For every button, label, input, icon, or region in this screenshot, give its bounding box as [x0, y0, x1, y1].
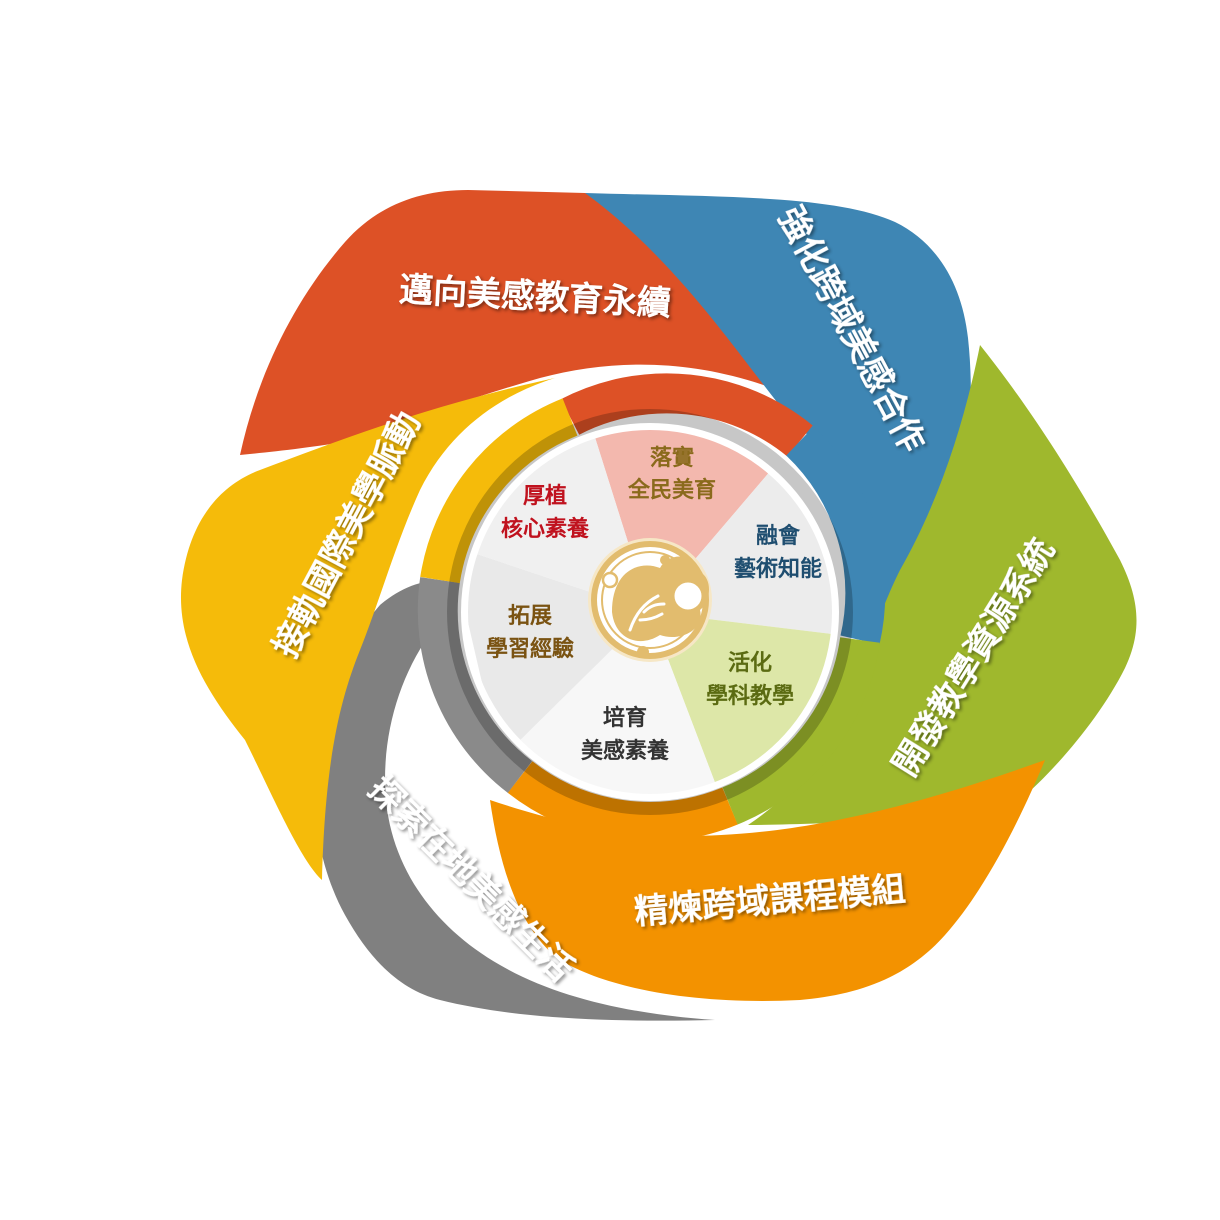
pie-slice-houzhi [468, 430, 650, 612]
inner-label-ronghui-2: 藝術知能 [734, 556, 822, 582]
inner-label-peiyu-1: 培育 [603, 705, 647, 731]
inner-label-houzhi-1: 厚植 [523, 483, 567, 509]
ring-arc-orange [507, 761, 738, 842]
ring-arc-green [722, 636, 880, 825]
ring-arc-yellow [420, 398, 578, 584]
inner-label-huohua-2: 學科教學 [706, 683, 794, 709]
inner-label-ronghui-1: 融會 [756, 523, 801, 549]
aesthetic-education-logo-icon [588, 538, 712, 662]
petal-orange [490, 760, 1045, 1001]
pie-slice-peiyu [500, 612, 735, 794]
inner-label-tuozhan-1: 拓展 [508, 604, 552, 629]
petal-gray [313, 580, 715, 1021]
petal-yellow [180, 378, 555, 880]
ring-arc-red [560, 373, 813, 457]
ring-arc-gray [417, 577, 533, 793]
inner-label-houzhi-2: 核心素養 [501, 516, 589, 542]
inner-label-peiyu-2: 美感素養 [581, 738, 669, 764]
ring-arc-blue [785, 426, 886, 645]
inner-labels: 落實 全民美育 融會 藝術知能 活化 學科教學 培育 美感素養 拓展 學習經驗 … [486, 445, 822, 764]
outer-petals [180, 190, 1137, 1021]
inner-label-luoshi-1: 落實 [650, 445, 694, 471]
inner-label-huohua-1: 活化 [728, 650, 772, 676]
inner-label-luoshi-2: 全民美育 [627, 477, 716, 503]
inner-label-tuozhan-2: 學習經驗 [486, 636, 574, 662]
petal-green [748, 345, 1137, 825]
